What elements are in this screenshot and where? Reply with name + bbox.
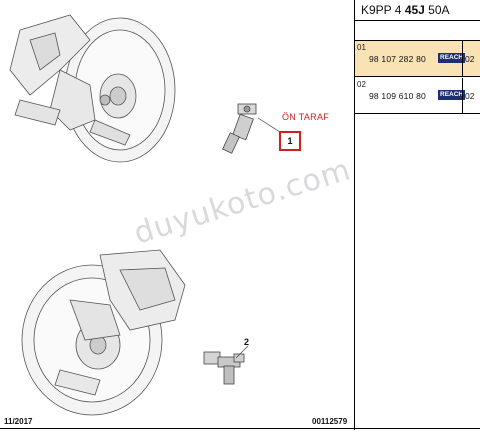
reference-row-02[interactable]: 02 98 109 610 80 REACH 02 — [355, 78, 480, 114]
front-side-label: ÖN TARAF — [282, 112, 330, 122]
reference-panel: K9PP 4 45J 50A 01 98 107 282 80 REACH 02… — [355, 0, 480, 428]
bottom-divider — [0, 428, 480, 429]
reference-list-header — [355, 21, 480, 41]
reach-badge: REACH — [438, 90, 466, 100]
part-code-bold: 45J — [404, 3, 425, 17]
front-abs-sensor-illustration — [222, 103, 257, 154]
callout-part-1[interactable]: 1 — [279, 131, 301, 151]
reference-quantity: 02 — [465, 91, 475, 101]
panel-divider — [354, 0, 355, 430]
reference-row-01[interactable]: 01 98 107 282 80 REACH 02 — [355, 41, 480, 77]
reference-number[interactable]: 98 109 610 80 — [369, 91, 426, 101]
part-code-suffix: 50A — [424, 3, 450, 17]
parts-diagram: duyukoto.com ÖN TARAF 1 2 11/2017 001125… — [4, 14, 356, 426]
part-code-header: K9PP 4 45J 50A — [355, 0, 480, 21]
reference-number[interactable]: 98 107 282 80 — [369, 54, 426, 64]
qty-separator — [462, 41, 463, 77]
rear-brake-disc-illustration — [21, 249, 186, 416]
rear-abs-sensor-illustration — [203, 351, 245, 385]
brake-assembly-drawing — [9, 14, 281, 416]
drawing-number: 00112579 — [312, 417, 348, 426]
callout-part-2[interactable]: 2 — [244, 337, 250, 347]
reference-quantity: 02 — [465, 54, 475, 64]
part-code-prefix: K9PP 4 — [361, 3, 405, 17]
reference-index: 01 — [357, 43, 366, 52]
front-brake-disc-illustration — [9, 14, 176, 163]
reference-index: 02 — [357, 80, 366, 89]
diagram-date: 11/2017 — [4, 417, 33, 426]
reach-badge: REACH — [438, 53, 466, 63]
qty-separator — [462, 78, 463, 114]
